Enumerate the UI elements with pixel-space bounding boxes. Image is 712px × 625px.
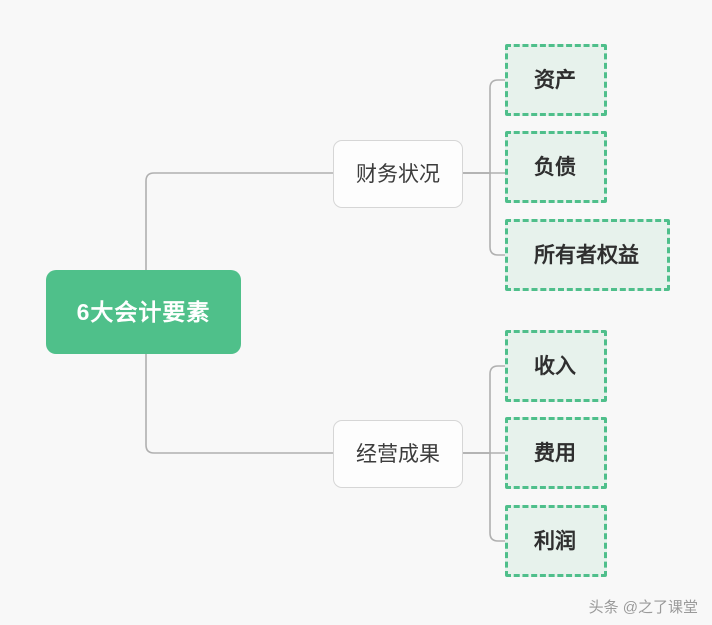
leaf-node-liabilities[interactable]: 负债 xyxy=(505,131,607,203)
leaf-node-profit[interactable]: 利润 xyxy=(505,505,607,577)
branch-node-label: 经营成果 xyxy=(356,442,440,466)
leaf-node-label: 费用 xyxy=(534,441,576,465)
leaf-node-revenue[interactable]: 收入 xyxy=(505,330,607,402)
leaf-node-label: 负债 xyxy=(534,155,576,179)
leaf-node-label: 所有者权益 xyxy=(534,243,639,267)
leaf-node-expenses[interactable]: 费用 xyxy=(505,417,607,489)
leaf-node-owners-equity[interactable]: 所有者权益 xyxy=(505,219,670,291)
branch-node-financial-position[interactable]: 财务状况 xyxy=(333,140,463,208)
root-node-label: 6大会计要素 xyxy=(76,298,211,325)
root-node[interactable]: 6大会计要素 xyxy=(46,270,241,354)
leaf-node-label: 资产 xyxy=(534,68,576,92)
leaf-node-label: 收入 xyxy=(534,354,576,378)
leaf-node-assets[interactable]: 资产 xyxy=(505,44,607,116)
watermark: 头条 @之了课堂 xyxy=(588,599,698,616)
branch-node-label: 财务状况 xyxy=(356,162,440,186)
leaf-node-label: 利润 xyxy=(534,529,576,553)
branch-node-operating-results[interactable]: 经营成果 xyxy=(333,420,463,488)
